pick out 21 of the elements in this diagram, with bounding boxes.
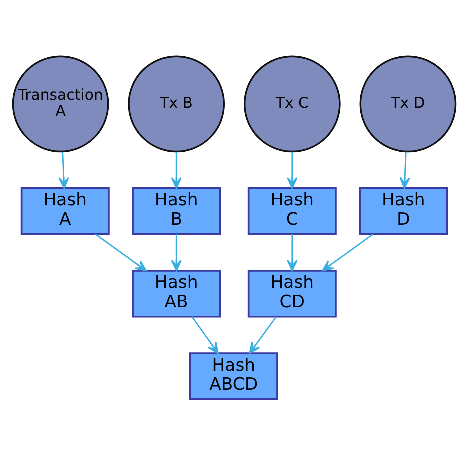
node-box: Hash B <box>132 187 222 235</box>
arrow <box>95 233 147 272</box>
arrow <box>171 151 182 189</box>
node-box: Hash ABCD <box>189 352 278 400</box>
arrow <box>58 151 70 189</box>
arrow <box>171 234 182 272</box>
node-circle: Transaction A <box>12 55 110 152</box>
node-circle: Tx C <box>244 55 341 152</box>
arrow <box>287 151 298 189</box>
arrow <box>192 316 219 354</box>
node-box: Hash AB <box>132 270 222 318</box>
node-circle: Tx B <box>128 55 226 152</box>
node-box: Hash D <box>359 187 448 235</box>
arrow <box>322 233 374 272</box>
node-box: Hash CD <box>248 270 337 318</box>
arrow <box>400 151 410 189</box>
node-circle: Tx D <box>360 55 457 152</box>
arrow <box>287 234 298 272</box>
arrow <box>249 316 277 354</box>
node-box: Hash C <box>248 187 337 235</box>
node-box: Hash A <box>20 187 110 235</box>
